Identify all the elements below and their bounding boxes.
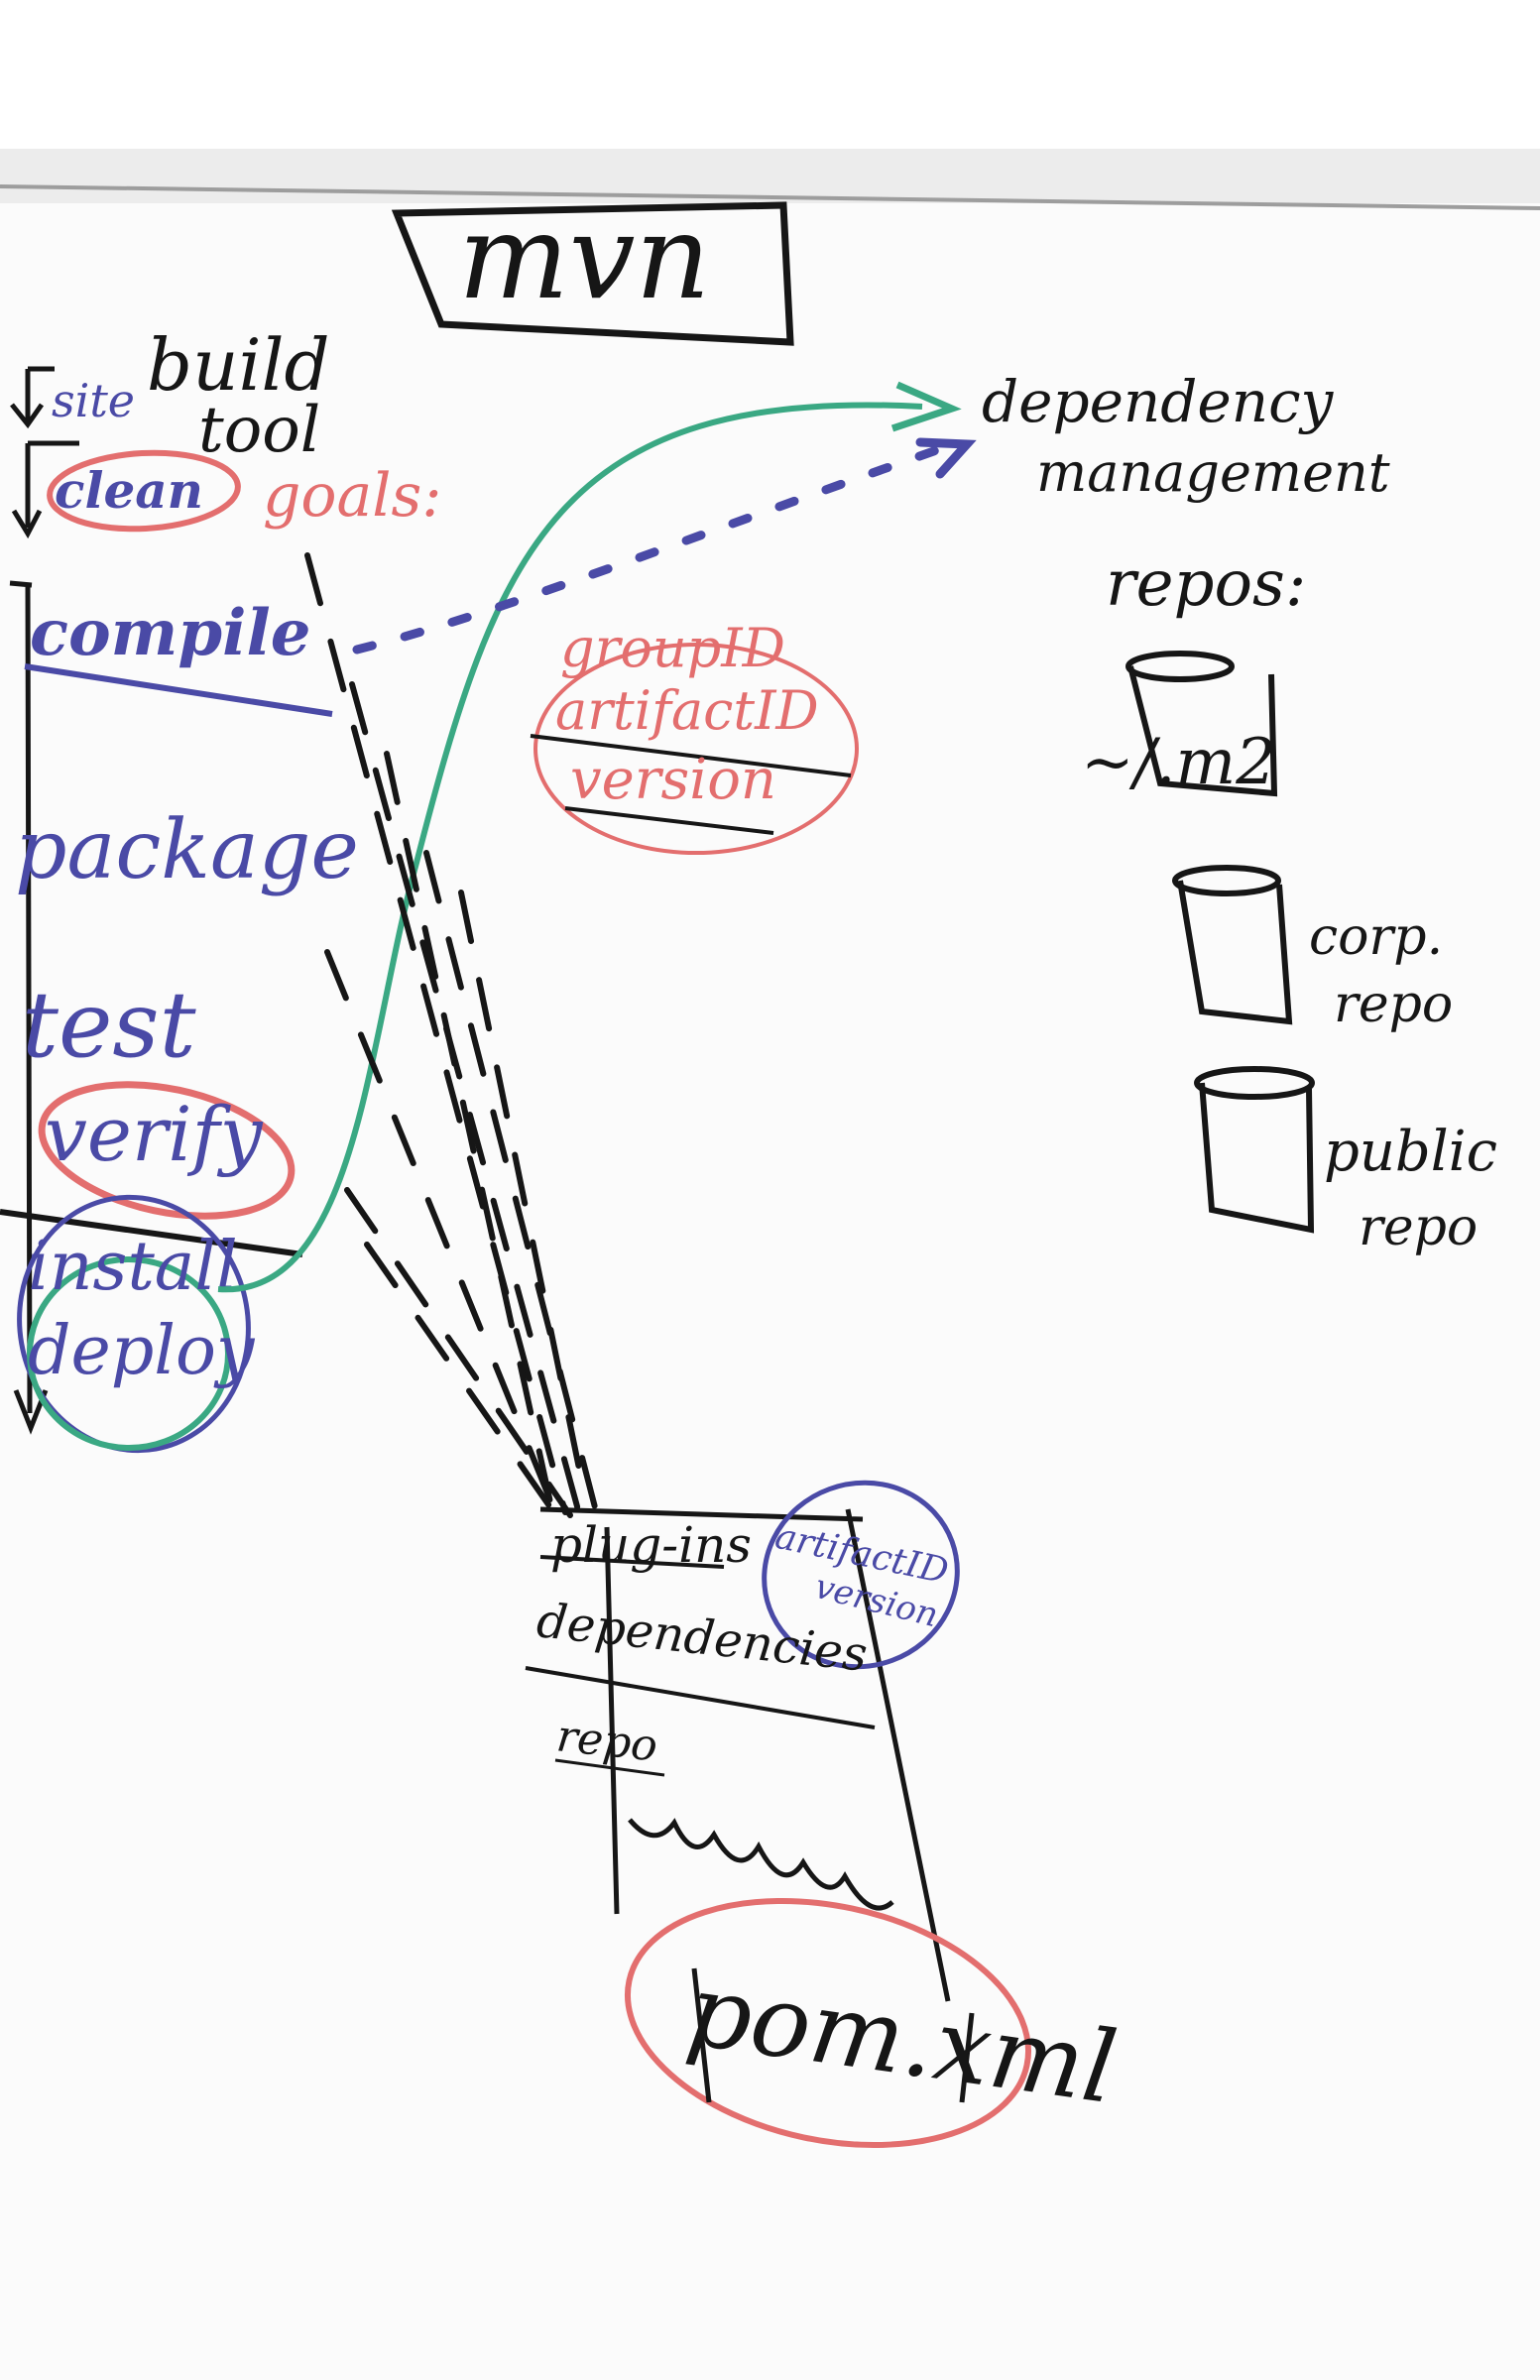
lifecycle-clean: clean [55,461,203,520]
title-box [391,201,794,346]
subtitle-line-1: build [147,323,330,407]
goals-label: goals: [263,461,442,531]
clean-arrow [11,440,79,539]
phase-package: package [15,803,359,897]
repo-corp-line-2: repo [1334,975,1453,1034]
phase-test: test [22,972,197,1078]
clean-highlight [47,449,241,533]
install-deploy-green-circle [27,1256,231,1451]
coordinates-divider-2 [564,806,774,835]
pom-funnel-dashes [304,552,598,1520]
pom-document-bottom [691,1967,975,2103]
repo-public-icon [1194,1066,1315,1234]
pom-dependencies-underline [525,1666,876,1729]
compile-underline [24,663,333,717]
repo-public-line-2: repo [1359,1198,1478,1257]
board-tray [0,149,1540,203]
board-top-edge [0,0,1540,149]
dep-mgmt-line-1: dependency [982,368,1335,435]
install-deploy-blue-circle [17,1194,251,1454]
dependency-arrow-green-head [890,381,962,432]
repo-local-label: ~/.m2 [1081,726,1276,799]
subtitle-line-2: tool [198,394,320,467]
repo-local-icon [1125,651,1278,797]
page-title: mvn [458,188,711,325]
repo-corp-icon [1172,865,1293,1025]
pom-filename: pom.xml [681,1952,1124,2126]
pom-section-plugins: plug-ins [550,1516,752,1574]
pom-plugin-coords-circle [762,1480,960,1670]
phase-deploy: deploy [28,1312,256,1390]
pom-repo-underline [554,1758,665,1777]
verify-divider [0,1209,303,1257]
dep-mgmt-line-2: management [1036,441,1390,504]
verify-highlight [38,1081,296,1220]
pom-squiggle [628,1818,894,1911]
lifecycle-site: site [52,374,135,427]
dependency-arrow-green [217,402,923,1293]
repo-public-line-1: public [1324,1120,1497,1184]
pom-document-outline [539,1506,951,2002]
phase-verify: verify [45,1090,264,1178]
coordinates-circle [533,643,859,855]
dependency-arrow-blue-head [915,437,977,479]
phase-install: install [28,1228,238,1306]
repos-label: repos: [1106,547,1306,621]
coordinate-version: version [570,748,776,812]
board-top-line [0,184,1540,210]
pom-plugins-underline [539,1555,725,1569]
lifecycle-line [9,580,49,1435]
coordinate-groupid: groupID [560,617,785,679]
coordinates-divider-1 [530,734,852,777]
pom-filename-highlight [624,1897,1032,2149]
dependency-arrow-blue-dotted [352,443,947,654]
phase-compile: compile [30,596,310,670]
site-arrow [10,366,55,429]
coordinate-artifactid: artifactID [555,679,819,742]
repo-corp-line-1: corp. [1309,907,1443,967]
